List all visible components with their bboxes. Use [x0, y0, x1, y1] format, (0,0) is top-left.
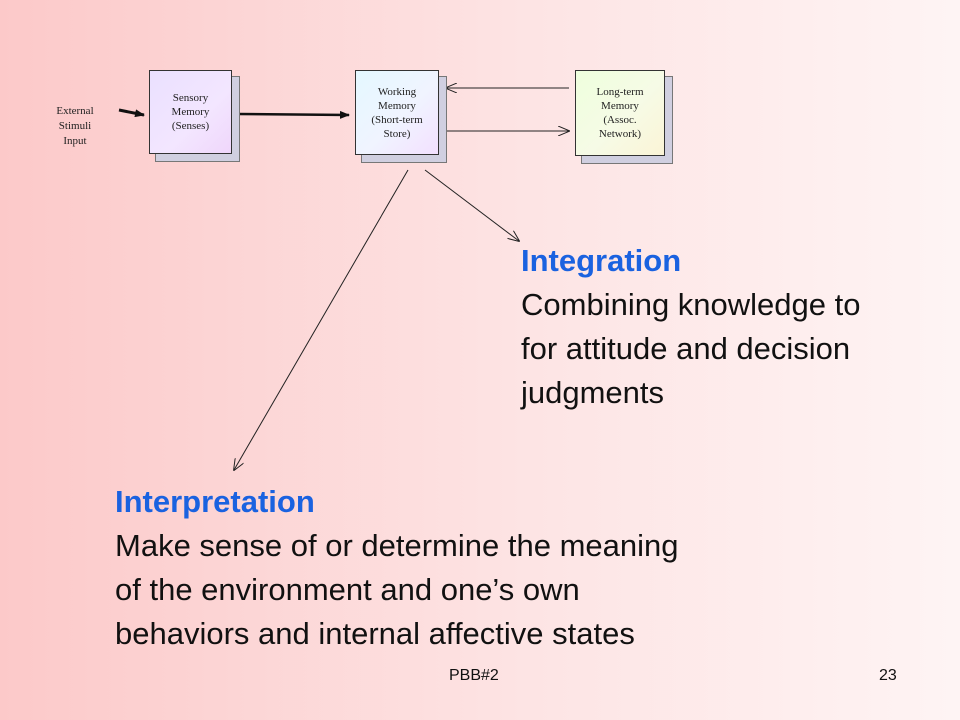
page-number: 23 [879, 667, 897, 684]
long-term-memory-box: Long-term Memory (Assoc. Network) [575, 70, 665, 156]
interpretation-heading: Interpretation [115, 484, 315, 519]
external-input-arrow [118, 108, 145, 118]
working-to-interpretation-arrow [234, 169, 409, 470]
sensory-to-working-arrow [237, 110, 350, 119]
footer-label: PBB#2 [449, 667, 499, 684]
sensory-memory-box: Sensory Memory (Senses) [149, 70, 232, 154]
integration-heading: Integration [521, 243, 682, 278]
working-memory-box: Working Memory (Short-term Store) [355, 70, 439, 155]
working-to-integration-arrow [424, 169, 519, 241]
interpretation-block: Interpretation Make sense of or determin… [115, 480, 815, 656]
external-stimuli-input-label: External Stimuli Input [56, 105, 94, 147]
integration-block: Integration Combining knowledge to for a… [521, 239, 951, 415]
integration-body: Combining knowledge to for attitude and … [521, 287, 861, 410]
interpretation-body: Make sense of or determine the meaning o… [115, 528, 679, 651]
